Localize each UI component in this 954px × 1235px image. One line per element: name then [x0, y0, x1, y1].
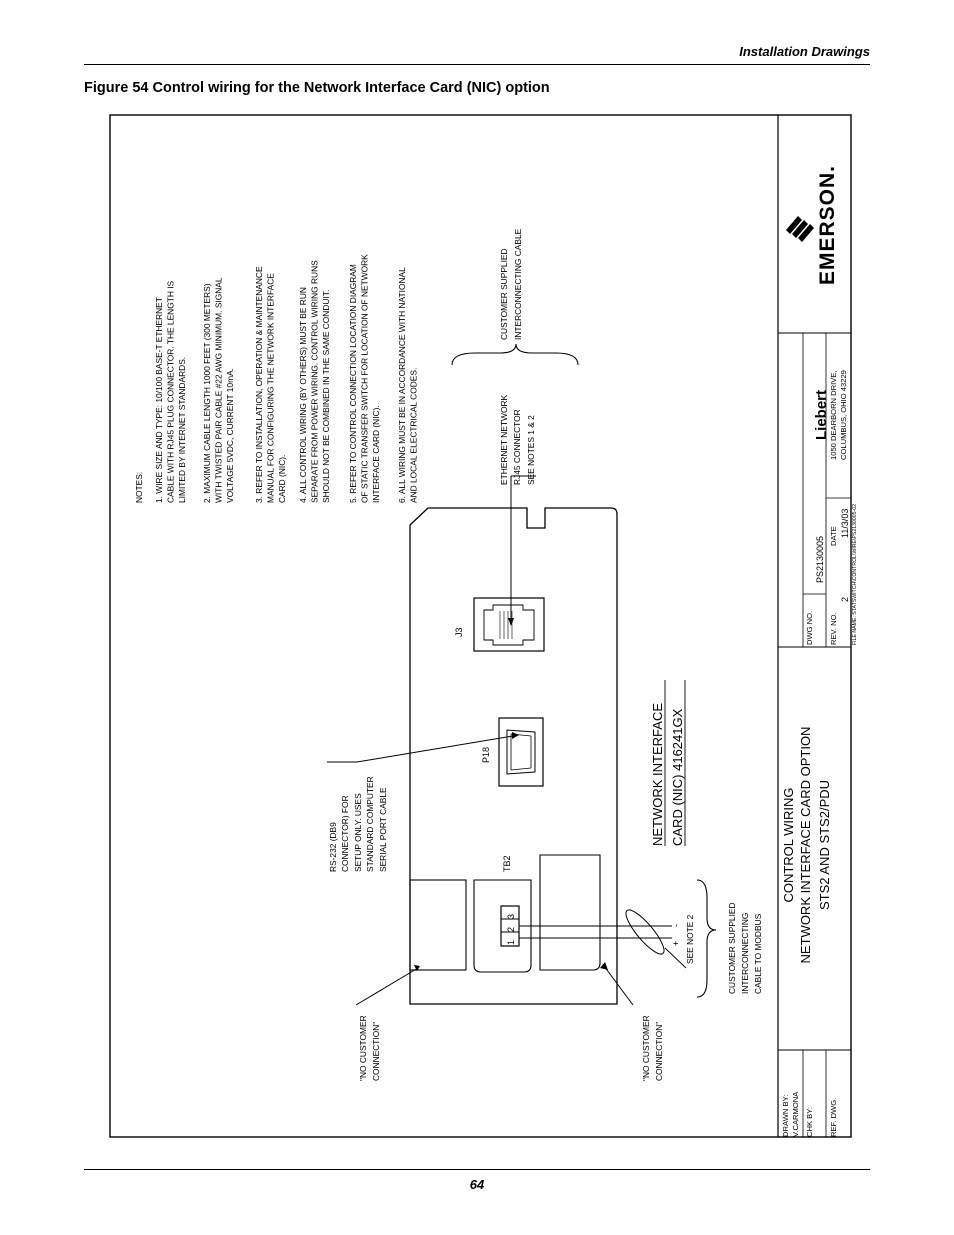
note-3-line: MANUAL FOR CONFIGURING THE NETWORK INTER… [266, 273, 276, 503]
no-connection-label-1: "NO CUSTOMER CONNECTION" [358, 1015, 381, 1081]
note-5-line: INTERFACE CARD (NIC). [371, 405, 381, 503]
svg-text:CONNECTOR) FOR: CONNECTOR) FOR [340, 795, 350, 872]
svg-text:CUSTOMER SUPPLIED: CUSTOMER SUPPLIED [499, 248, 509, 340]
svg-text:1050 DEARBORN DRIVE,: 1050 DEARBORN DRIVE, [829, 371, 838, 460]
ref-dwg-label: REF. DWG. [829, 1098, 838, 1137]
tb2-label: TB2 [502, 855, 512, 872]
svg-text:CUSTOMER SUPPLIED: CUSTOMER SUPPLIED [727, 902, 737, 994]
note-4-line: 4. ALL CONTROL WIRING (BY OTHERS) MUST B… [298, 287, 308, 503]
page-number: 64 [469, 1177, 485, 1192]
svg-text:SETUP ONLY. USES: SETUP ONLY. USES [353, 793, 363, 872]
drawn-by: V.CARMONA [791, 1091, 800, 1137]
no-connection-leader-1 [355, 967, 419, 1006]
svg-text:3: 3 [506, 914, 516, 919]
svg-text:"NO CUSTOMER: "NO CUSTOMER [358, 1015, 368, 1081]
svg-text:ETHERNET NETWORK: ETHERNET NETWORK [499, 394, 509, 485]
minus-sign: - [671, 924, 681, 927]
ethernet-label: ETHERNET NETWORK RJ45 CONNECTOR SEE NOTE… [499, 394, 536, 485]
file-name: FILE NAME: STATSWITCH\CONTROL\WIRE\PS213… [852, 504, 858, 645]
see-note-2: SEE NOTE 2 [685, 914, 695, 964]
no-connection-label-2: "NO CUSTOMER CONNECTION" [641, 1015, 664, 1081]
note-6-line: 6. ALL WIRING MUST BE IN ACCORDANCE WITH… [397, 267, 407, 503]
svg-text:2: 2 [506, 927, 516, 932]
svg-text:STANDARD COMPUTER: STANDARD COMPUTER [365, 776, 375, 872]
notes-title: NOTES: [134, 472, 144, 503]
emerson-emblem-icon [786, 216, 814, 242]
drawn-by-label: DRAWN BY: [781, 1095, 790, 1137]
svg-text:"NO CUSTOMER: "NO CUSTOMER [641, 1015, 651, 1081]
date: 11/3/03 [840, 509, 850, 538]
note-4-line: SEPARATE FROM POWER WIRING. CONTROL WIRI… [310, 260, 320, 503]
modbus-label: CUSTOMER SUPPLIED INTERCONNECTING CABLE … [727, 902, 763, 994]
svg-text:RJ45 CONNECTOR: RJ45 CONNECTOR [512, 409, 522, 485]
note-4-line: SHOULD NOT BE COMBINED IN THE SAME CONDU… [321, 290, 331, 503]
date-label: DATE [829, 526, 838, 546]
nic-label: NETWORK INTERFACE CARD (NIC) 416241GX [650, 680, 686, 846]
note-5-line: 5. REFER TO CONTROL CONNECTION LOCATION … [348, 264, 358, 503]
rs232-label: RS-232 (DB9 CONNECTOR) FOR SETUP ONLY. U… [328, 776, 388, 872]
note-1-line: LIMITED BY INTERNET STANDARDS. [177, 357, 187, 503]
p18-db9-connector [498, 717, 544, 787]
figure-caption: Figure 54 Control wiring for the Network… [84, 80, 550, 96]
j3-rj45-connector [473, 597, 545, 652]
rev-no-label: REV. NO. [829, 612, 838, 645]
customer-cable-brace [451, 343, 579, 366]
svg-text:INTERCONNECTING: INTERCONNECTING [740, 913, 750, 994]
rev-no: 2 [840, 597, 850, 602]
note-1-line: 1. WIRE SIZE AND TYPE: 10/100 BASE-T ETH… [154, 297, 164, 503]
svg-text:CONNECTION": CONNECTION" [654, 1022, 664, 1081]
svg-text:CABLE TO MODBUS: CABLE TO MODBUS [753, 913, 763, 994]
svg-text:CONTROL WIRING: CONTROL WIRING [781, 787, 796, 902]
svg-text:RS-232 (DB9: RS-232 (DB9 [328, 822, 338, 872]
svg-text:SERIAL PORT CABLE: SERIAL PORT CABLE [378, 787, 388, 872]
footer-rule [84, 1169, 870, 1170]
drawing-frame [109, 114, 852, 1138]
rs232-leader [327, 735, 514, 763]
header-title: Installation Drawings [739, 44, 870, 59]
tb2-block [473, 879, 532, 973]
terminal-numbers: 1 2 3 [506, 914, 516, 945]
notes-block: NOTES: 1. WIRE SIZE AND TYPE: 10/100 BAS… [134, 254, 419, 503]
note-6-line: AND LOCAL ELECTRICAL CODES. [409, 368, 419, 503]
j3-label: J3 [454, 627, 464, 637]
plus-sign: + [671, 941, 681, 946]
note-2-line: WITH TWISTED PAIR CABLE #22 AWG MINIMUM.… [214, 277, 224, 503]
twisted-pair-marker [625, 909, 665, 955]
header-rule [84, 64, 870, 65]
svg-text:CARD (NIC) 416241GX: CARD (NIC) 416241GX [670, 708, 685, 846]
no-connection-leader-2 [603, 965, 634, 1006]
note-3-line: 3. REFER TO INSTALLATION, OPERATION & MA… [254, 266, 264, 503]
svg-text:NETWORK INTERFACE: NETWORK INTERFACE [650, 703, 665, 846]
note-3-line: CARD (NIC). [277, 455, 287, 503]
svg-text:SEE NOTES 1 & 2: SEE NOTES 1 & 2 [526, 415, 536, 485]
liebert-logo: Liebert [813, 390, 830, 440]
customer-cable-label: CUSTOMER SUPPLIED INTERCONNECTING CABLE [499, 228, 523, 340]
svg-text:1: 1 [506, 940, 516, 945]
dwg-no-label: DWG NO. [805, 611, 814, 645]
no-connection-box-left [409, 879, 467, 971]
svg-text:CONNECTION": CONNECTION" [371, 1022, 381, 1081]
no-connection-box-right [539, 854, 601, 971]
svg-text:STS2 AND STS2/PDU: STS2 AND STS2/PDU [817, 780, 832, 910]
svg-text:INTERCONNECTING CABLE: INTERCONNECTING CABLE [513, 228, 523, 340]
nic-card-outline [409, 507, 618, 1005]
control-wiring-title: CONTROL WIRING NETWORK INTERFACE CARD OP… [781, 727, 832, 964]
modbus-brace [696, 879, 717, 998]
emerson-logo: EMERSON. [816, 165, 839, 285]
note-5-line: OF STATIC TRANSFER SWITCH FOR LOCATION O… [360, 254, 370, 503]
chk-by-label: CHK BY: [805, 1107, 814, 1137]
title-block: DRAWN BY: V.CARMONA CHK BY: REF. DWG. DW… [781, 165, 858, 1137]
svg-text:NETWORK INTERFACE CARD OPTION: NETWORK INTERFACE CARD OPTION [798, 727, 813, 964]
p18-label: P18 [481, 747, 491, 763]
note-2-line: VOLTAGE 5VDC, CURRENT 10mA. [225, 368, 235, 503]
dwg-no: PS2130005 [815, 536, 825, 583]
note-1-line: CABLE WITH RJ45 PLUG CONNECTOR. THE LENG… [166, 280, 176, 503]
note-2-line: 2. MAXIMUM CABLE LENGTH 1000 FEET (300 M… [202, 283, 212, 503]
svg-text:COLUMBUS, OHIO 43229: COLUMBUS, OHIO 43229 [839, 370, 848, 460]
